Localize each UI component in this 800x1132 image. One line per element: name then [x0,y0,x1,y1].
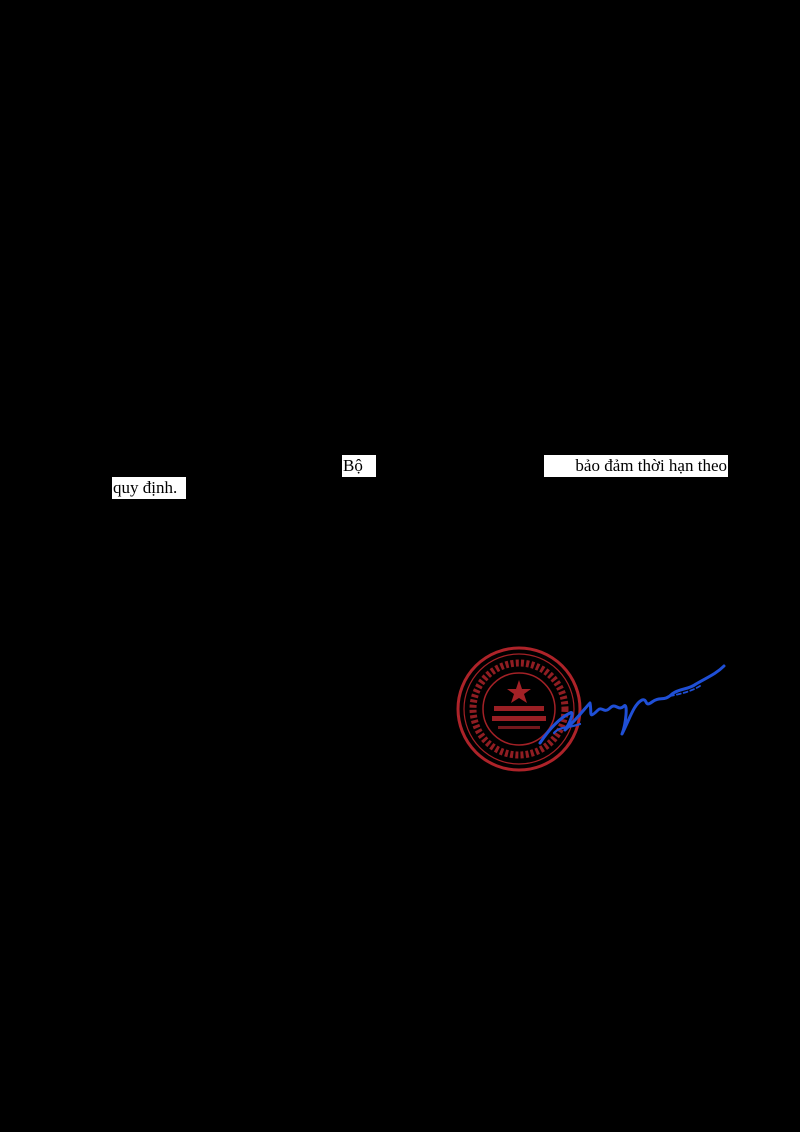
text-fragment-quy-dinh: quy định. [112,477,186,499]
official-seal-stamp [456,646,582,772]
text-fragment-bo: Bộ [342,455,376,477]
handwritten-signature [538,664,726,745]
text-fragment-bao-dam: bảo đảm thời hạn theo [544,455,728,477]
